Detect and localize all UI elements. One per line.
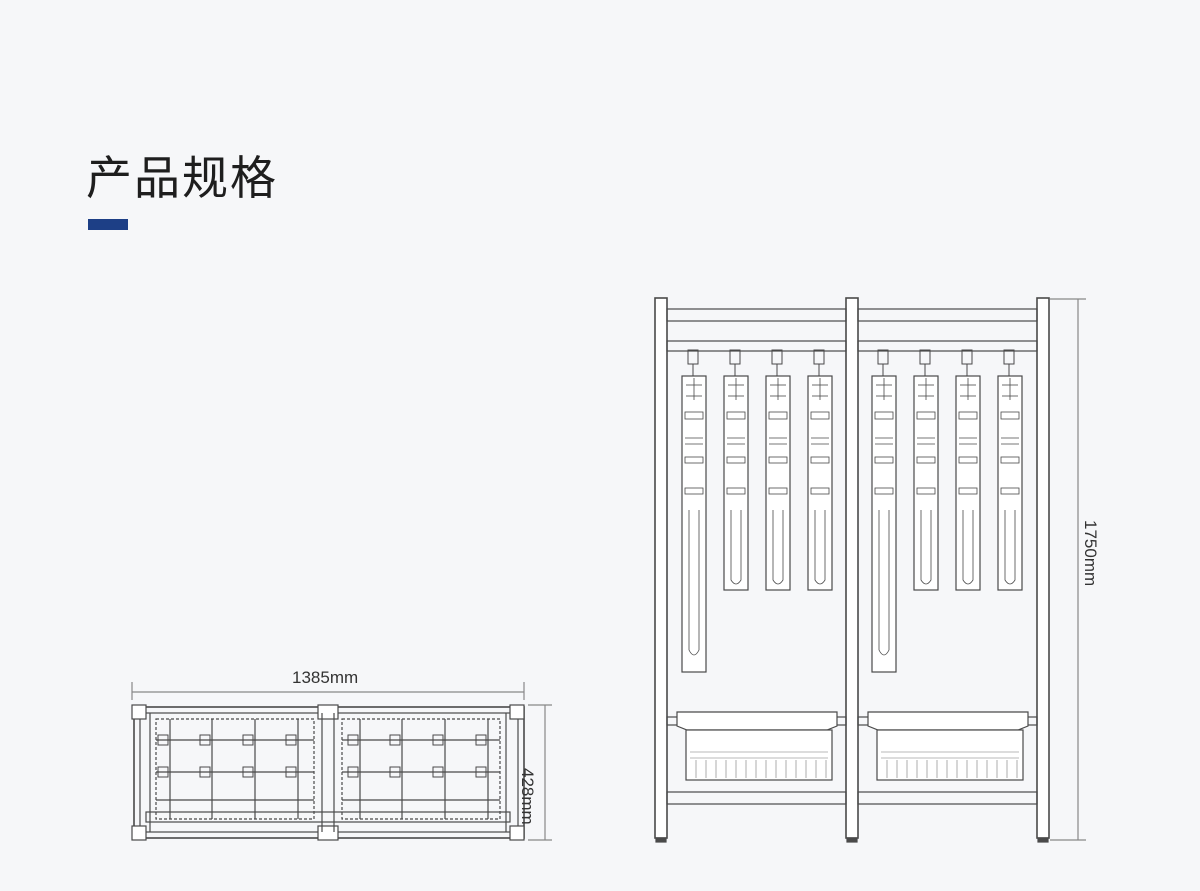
page-title: 产品规格 bbox=[86, 151, 278, 205]
top-view-drawing bbox=[131, 682, 552, 841]
height-dimension-label: 1750mm bbox=[1081, 520, 1100, 587]
title-accent-bar bbox=[88, 219, 128, 230]
depth-dimension-label: 428mm bbox=[518, 768, 537, 825]
width-dimension-label: 1385mm bbox=[292, 668, 359, 687]
front-view-drawing bbox=[654, 297, 1086, 843]
